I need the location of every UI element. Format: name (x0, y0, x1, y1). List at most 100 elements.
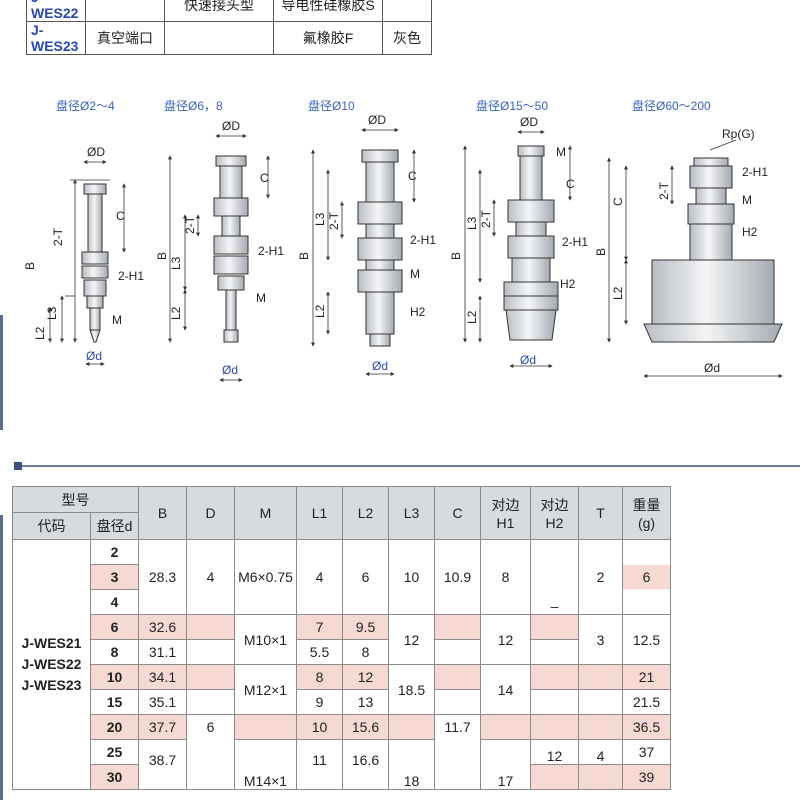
code-cell: J-WES21 J-WES22 J-WES23 (12, 539, 91, 790)
d1-label-L3: L3 (45, 306, 59, 320)
cell-L1-2-4: 4 (296, 539, 343, 615)
header-T: T (578, 486, 623, 540)
cell-C-2-4: 10.9 (434, 539, 481, 615)
cell-D-10 (186, 664, 235, 690)
drawing-1 (81, 183, 109, 343)
drawing-5 (643, 157, 783, 343)
cell-C-8 (434, 639, 481, 665)
header-L1: L1 (296, 486, 343, 540)
row-code: J-WES23 (26, 21, 86, 55)
left-edge-bar-lower (0, 515, 3, 800)
d5-label-B: B (594, 248, 608, 256)
cell-H1-2-4: 8 (480, 539, 531, 615)
cell-L3-10-15: 18.5 (388, 664, 435, 715)
d5-label-H1: 2-H1 (742, 165, 768, 179)
d5-label-C: C (611, 197, 625, 206)
cell-L1-8: 5.5 (296, 639, 343, 665)
header-L3: L3 (388, 486, 435, 540)
d3-label-B: B (297, 252, 311, 260)
cell-H2-25: 12 (530, 739, 579, 765)
d4-label-d: Ød (520, 353, 536, 367)
d4-label-L3: L3 (465, 216, 479, 230)
code-2: J-WES22 (21, 656, 82, 672)
d2-label-D: ØD (222, 119, 240, 133)
cell-H2-6 (530, 614, 579, 640)
header-dia: 盘径d (90, 512, 139, 540)
cell-M-25-30: M14×1 (234, 739, 297, 790)
d4-label-D: ØD (520, 115, 538, 129)
cell-H2-8 (530, 639, 579, 665)
header-M: M (234, 486, 297, 540)
cell-L3-6-8: 12 (388, 614, 435, 665)
section-divider (14, 465, 800, 467)
section-label-10: 盘径Ø10 (308, 99, 355, 113)
cell-T-2-4: 2 (578, 539, 623, 615)
d1-label-d: Ød (86, 349, 102, 363)
dia-cell: 20 (90, 714, 139, 740)
cell-T-25: 4 (578, 739, 623, 765)
cell-H1-10-15: 14 (480, 664, 531, 715)
d1-label-B: B (23, 262, 37, 270)
cell-L2-20: 15.6 (342, 714, 389, 740)
cell-C-20-30: 11.7 (434, 714, 481, 790)
d4-label-H2: H2 (560, 277, 576, 291)
cell-M-10-15: M12×1 (234, 664, 297, 715)
d3-label-M: M (410, 267, 420, 281)
d1-label-C: C (116, 209, 125, 223)
cell-D-6 (186, 614, 235, 640)
cell-T-30 (578, 764, 623, 790)
cell-H2-15 (530, 689, 579, 715)
d4-label-M: M (556, 145, 566, 159)
cell-H1-20 (480, 714, 531, 740)
d2-label-C: C (260, 171, 269, 185)
d1-label-T: 2-T (51, 227, 65, 246)
section-label-15-50: 盘径Ø15～50 (476, 99, 549, 113)
cell-D-8 (186, 639, 235, 665)
cell-M-6-8: M10×1 (234, 614, 297, 665)
d5-label-T: 2-T (657, 181, 671, 200)
header-C: C (434, 486, 481, 540)
cell-W-2-4: 6 (622, 539, 671, 615)
d4-label-T: 2-T (479, 209, 493, 228)
cell-H2-20 (530, 714, 579, 740)
cell-C-6 (434, 614, 481, 640)
cell-H1-25-30: 17 (480, 739, 531, 790)
d3-label-T: 2-T (327, 211, 341, 230)
cell-C-10 (434, 664, 481, 690)
cell-B-10: 34.1 (138, 664, 187, 690)
cell-W-30: 39 (622, 764, 671, 790)
row-prev-material: 导电性硅橡胶S (273, 0, 383, 22)
d1-label-M: M (112, 313, 122, 327)
dia-cell: 3 (90, 564, 139, 590)
cell-T-20 (578, 714, 623, 740)
cell-L2-25-30: 16.6 (342, 739, 389, 790)
d3-label-L3: L3 (313, 212, 327, 226)
d1-label-H1: 2-H1 (118, 269, 144, 283)
cell-H1-6-8: 12 (480, 614, 531, 665)
cell-L3-25-30: 18 (388, 739, 435, 790)
d3-label-H1: 2-H1 (410, 233, 436, 247)
d5-label-Rp: Rp(G) (722, 127, 755, 141)
row-material: 氟橡胶F (273, 21, 383, 55)
d3-label-L2: L2 (313, 304, 327, 318)
d5-label-L2: L2 (611, 286, 625, 300)
cell-L1-10: 8 (296, 664, 343, 690)
d5-label-d: Ød (704, 361, 720, 375)
d3-label-H2: H2 (410, 305, 426, 319)
divider-marker (14, 462, 22, 470)
dia-cell: 15 (90, 689, 139, 715)
row-color: 灰色 (382, 21, 432, 55)
section-label-6-8: 盘径Ø6，8 (164, 99, 223, 113)
cell-L1-6: 7 (296, 614, 343, 640)
cell-T-10 (578, 664, 623, 690)
drawing-2 (213, 155, 249, 343)
header-model: 型号 (12, 486, 139, 513)
cell-L1-20: 10 (296, 714, 343, 740)
dia-cell: 10 (90, 664, 139, 690)
dia-cell: 2 (90, 539, 139, 565)
section-label-60-200: 盘径Ø60～200 (632, 99, 711, 113)
header-D: D (186, 486, 235, 540)
left-edge-bar (0, 315, 3, 430)
cell-W-10: 21 (622, 664, 671, 690)
